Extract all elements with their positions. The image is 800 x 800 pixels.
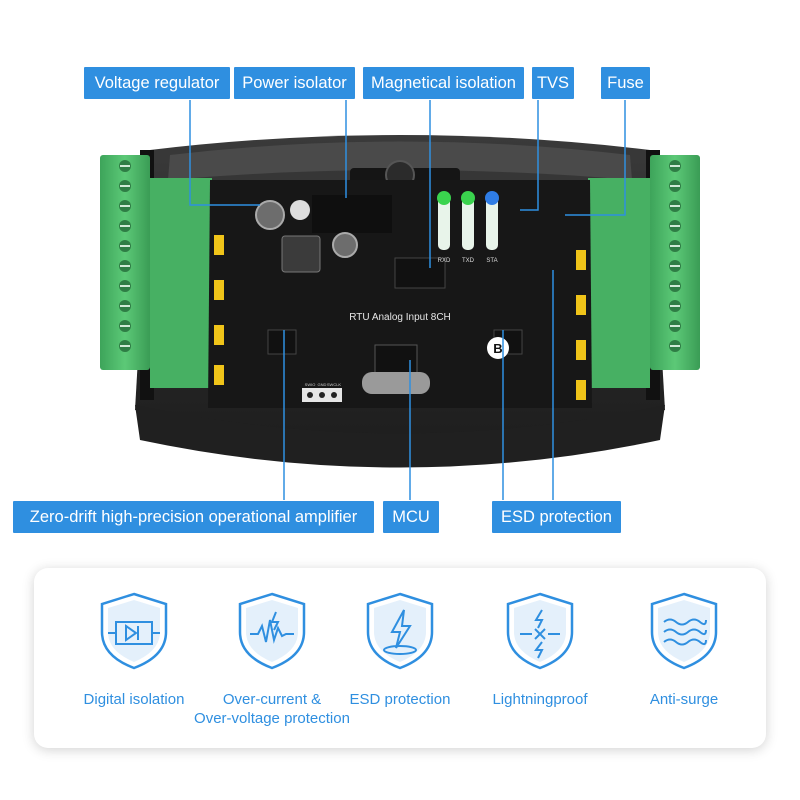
fuse: [214, 365, 224, 385]
screw-slot: [120, 185, 130, 187]
callout-operational-amplifier: Zero-drift high-precision operational am…: [12, 500, 375, 534]
screw-slot: [120, 245, 130, 247]
feature-label: Digital isolation: [83, 691, 185, 708]
header-label-gnd: GND: [318, 382, 327, 387]
screw-slot: [120, 165, 130, 167]
screw-slot: [670, 265, 680, 267]
screw-slot: [670, 325, 680, 327]
feature-label: ESD protection: [349, 691, 451, 708]
lightning-shield-icon: [506, 592, 574, 670]
screw-slot: [120, 305, 130, 307]
screw-slot: [120, 205, 130, 207]
fuse: [576, 380, 586, 400]
callout-mcu: MCU: [382, 500, 440, 534]
screw-slot: [120, 285, 130, 287]
feature-label-line2: Over-voltage protection: [194, 710, 350, 727]
callout-tvs: TVS: [531, 66, 575, 100]
callout-fuse: Fuse: [600, 66, 651, 100]
left-terminal-block: [100, 155, 212, 388]
board-model-text: RTU Analog Input 8CH: [349, 312, 451, 323]
fuse: [576, 295, 586, 315]
callout-voltage-regulator: Voltage regulator: [83, 66, 231, 100]
feature-label: Over-current & Over-voltage protection: [182, 690, 362, 728]
screw-slot: [120, 345, 130, 347]
screw-slot: [670, 345, 680, 347]
screw-slot: [120, 225, 130, 227]
product-illustration: B RXD TXD STA RTU Analog Input 8CH SWIO …: [100, 100, 700, 500]
feature-esd-protection: ESD protection: [310, 590, 490, 709]
fuse: [576, 340, 586, 360]
feature-overcurrent-protection: Over-current & Over-voltage protection: [182, 590, 362, 728]
features-panel: Digital isolation Over-current & Over-vo…: [34, 568, 766, 748]
feature-anti-surge: Anti-surge: [594, 590, 774, 709]
right-terminal-block: [588, 155, 700, 388]
feature-lightningproof: Lightningproof: [450, 590, 630, 709]
board-badge: B: [493, 341, 502, 356]
screw-slot: [670, 185, 680, 187]
pcb: B RXD TXD STA RTU Analog Input 8CH SWIO …: [208, 180, 592, 408]
screw-slot: [670, 285, 680, 287]
feature-digital-isolation: Digital isolation: [44, 590, 224, 709]
led-label-sta: STA: [486, 258, 497, 264]
screw-slot: [670, 165, 680, 167]
header-label-swio: SWIO: [305, 382, 316, 387]
screw-slot: [120, 265, 130, 267]
led-label-rxd: RXD: [438, 258, 451, 264]
screw-slot: [670, 305, 680, 307]
callout-esd-protection: ESD protection: [491, 500, 622, 534]
surge-shield-icon: [650, 592, 718, 670]
screw-slot: [670, 225, 680, 227]
screw-slot: [670, 245, 680, 247]
led-label-txd: TXD: [462, 258, 475, 264]
fuse: [214, 280, 224, 300]
screw-slot: [120, 325, 130, 327]
feature-label: Lightningproof: [492, 691, 588, 708]
callout-power-isolator: Power isolator: [233, 66, 356, 100]
esd-shield-icon: [366, 592, 434, 670]
feature-label: Anti-surge: [649, 691, 719, 708]
callout-magnetical-isolation: Magnetical isolation: [362, 66, 525, 100]
fuse: [214, 325, 224, 345]
header-label-swclk: SWCLK: [327, 382, 342, 387]
fuse: [214, 235, 224, 255]
screw-slot: [670, 205, 680, 207]
feature-label-line1: Over-current &: [222, 691, 322, 708]
callout-leader-lines: [189, 100, 626, 500]
fuse: [576, 250, 586, 270]
overcurrent-shield-icon: [238, 592, 306, 670]
digital-isolation-shield-icon: [100, 592, 168, 670]
